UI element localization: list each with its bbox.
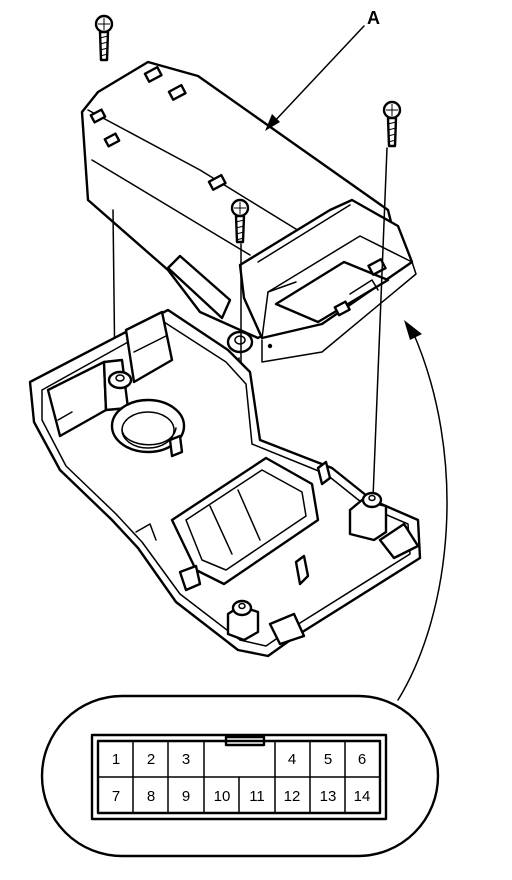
callout-label: A	[367, 8, 380, 28]
connector-latch	[224, 735, 266, 747]
base-panel	[28, 308, 422, 658]
pin-13: 13	[320, 788, 337, 805]
connector-face	[90, 733, 388, 821]
pin-6: 6	[358, 751, 366, 768]
screw-left	[94, 14, 114, 62]
pin-12: 12	[284, 788, 301, 805]
pin-grid	[97, 740, 381, 814]
pin-1: 1	[112, 751, 120, 768]
zoom-arrow	[397, 320, 448, 701]
pin-3: 3	[182, 751, 190, 768]
pin-2: 2	[147, 751, 155, 768]
pin-8: 8	[147, 788, 155, 805]
pin-14: 14	[354, 788, 371, 805]
pin-11: 11	[249, 788, 265, 805]
pin-5: 5	[324, 751, 332, 768]
pin-9: 9	[182, 788, 190, 805]
callout-a: A	[265, 8, 380, 131]
detail-oval	[40, 694, 440, 858]
pin-4: 4	[288, 751, 296, 768]
screw-center	[230, 198, 250, 244]
pin-10: 10	[214, 788, 231, 805]
pin-7: 7	[112, 788, 120, 805]
switch-unit	[80, 60, 417, 363]
connector-detail: 1 2 3 4 5 6 7 8 9 10 11 12 13 14	[40, 694, 440, 858]
screw-right	[382, 100, 402, 148]
